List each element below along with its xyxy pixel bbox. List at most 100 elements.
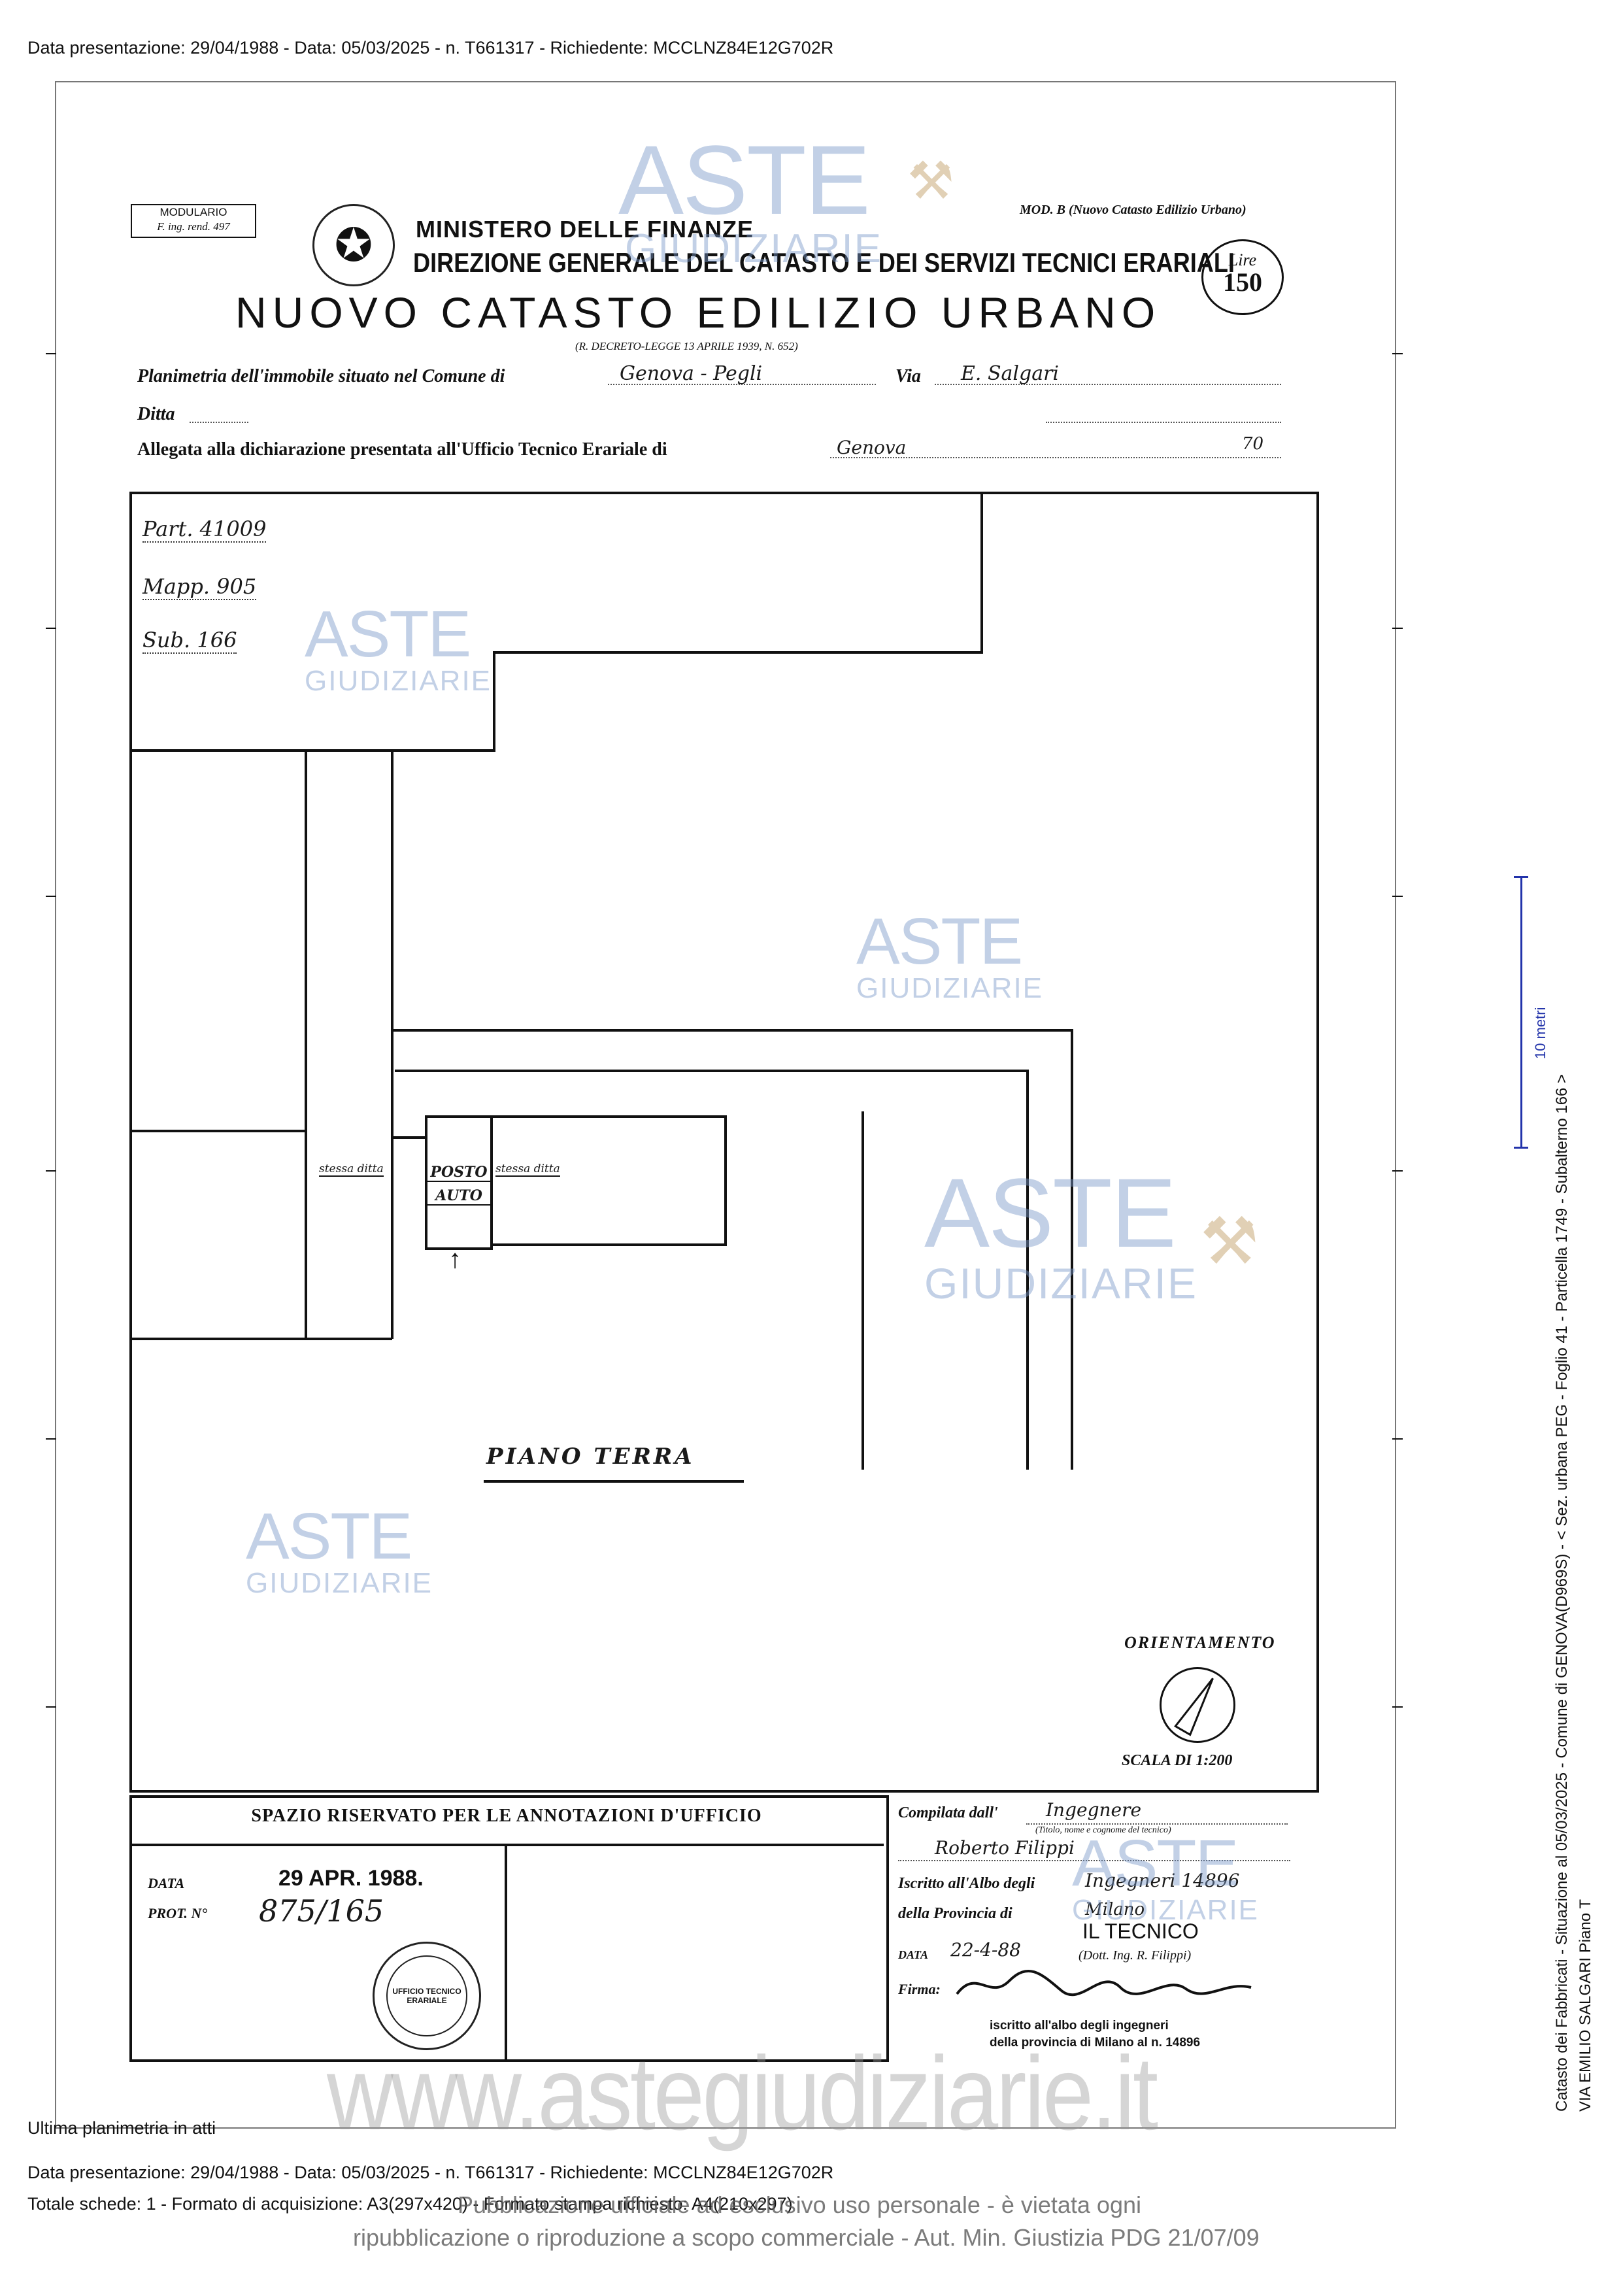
tick-mark bbox=[46, 896, 56, 897]
tick-mark bbox=[1392, 1706, 1403, 1708]
site-watermark: www.astegiudiziarie.it bbox=[327, 2034, 1158, 2152]
firma-label: Firma: bbox=[898, 1981, 941, 1997]
allegata-num: 70 bbox=[1242, 434, 1264, 454]
tick-mark bbox=[1392, 353, 1403, 354]
office-prot-value: 875/165 bbox=[259, 1893, 384, 1929]
republic-emblem-icon: ✪ bbox=[312, 204, 395, 286]
watermark-giudiziarie-text: GIUDIZIARIE bbox=[1072, 1894, 1260, 1926]
compass-icon bbox=[1160, 1667, 1235, 1743]
titolo-note: (Titolo, nome e cognome del tecnico) bbox=[1035, 1825, 1171, 1835]
disclaimer-line-1: Pubblicazione ufficiale ad esclusivo uso… bbox=[458, 2191, 1141, 2218]
modulario-label: MODULARIO bbox=[159, 206, 227, 218]
ditta-label: Ditta bbox=[137, 404, 175, 424]
stessa-ditta-right: stessa ditta bbox=[495, 1162, 560, 1177]
ditta-line-right bbox=[1046, 421, 1281, 423]
office-title: SPAZIO RISERVATO PER LE ANNOTAZIONI D'UF… bbox=[251, 1806, 762, 1826]
entrance-arrow-icon: ↑ bbox=[448, 1245, 461, 1274]
scale-bar-label: 10 metri bbox=[1532, 1007, 1548, 1059]
scale-bar bbox=[1520, 876, 1522, 1148]
office-stamp-text: UFFICIO TECNICO ERARIALE bbox=[386, 1955, 467, 2036]
ditta-line bbox=[190, 421, 248, 423]
office-title-divider bbox=[129, 1844, 884, 1846]
tick-mark bbox=[46, 1170, 56, 1172]
watermark-aste-text: ASTE bbox=[924, 1158, 1177, 1268]
office-stamp: UFFICIO TECNICO ERARIALE bbox=[373, 1942, 481, 2050]
stamp-line-2: della provincia di Milano al n. 14896 bbox=[990, 2036, 1201, 2050]
compilata-label: Compilata dall' bbox=[898, 1804, 998, 1821]
footer-ultima: Ultima planimetria in atti bbox=[27, 2118, 216, 2138]
orientamento-label: ORIENTAMENTO bbox=[1124, 1633, 1276, 1652]
iscritto-label: Iscritto all'Albo degli bbox=[898, 1875, 1035, 1892]
disclaimer-line-2: ripubblicazione o riproduzione a scopo c… bbox=[353, 2224, 1260, 2251]
lire-value: 150 bbox=[1223, 267, 1262, 297]
watermark-aste-text: ASTE bbox=[856, 905, 1023, 978]
iscritto-value: Ingegneri 14896 bbox=[1085, 1870, 1240, 1891]
mod-label: MOD. B (Nuovo Catasto Edilizio Urbano) bbox=[1020, 203, 1247, 217]
lire-badge: Lire 150 bbox=[1201, 239, 1284, 315]
footer-line-2: Totale schede: 1 - Formato di acquisizio… bbox=[27, 2194, 793, 2214]
scala-label: SCALA DI 1:200 bbox=[1122, 1752, 1233, 1769]
part-label: Part. 41009 bbox=[142, 516, 267, 543]
aste-watermark: ASTE GIUDIZIARIE bbox=[856, 909, 1043, 1003]
via-value: E. Salgari bbox=[961, 362, 1060, 385]
comune-line bbox=[608, 383, 876, 385]
watermark-giudiziarie-text: GIUDIZIARIE bbox=[246, 1567, 433, 1599]
sub-label: Sub. 166 bbox=[142, 628, 237, 654]
office-annotations-box bbox=[129, 1795, 889, 2062]
provincia-label: della Provincia di bbox=[898, 1905, 1012, 1922]
stessa-ditta-left: stessa ditta bbox=[319, 1162, 384, 1177]
aste-watermark: ASTE GIUDIZIARIE bbox=[246, 1504, 433, 1598]
tick-mark bbox=[46, 1438, 56, 1440]
watermark-aste-text: ASTE bbox=[246, 1500, 412, 1573]
tecnico-nome: Roberto Filippi bbox=[935, 1837, 1075, 1859]
gavel-icon: ⚒ bbox=[1200, 1205, 1259, 1278]
nome-line bbox=[898, 1859, 1290, 1861]
tecnico-data-value: 22-4-88 bbox=[950, 1939, 1021, 1961]
gavel-icon: ⚒ bbox=[907, 152, 954, 210]
posto-auto-box: POSTO AUTO bbox=[425, 1115, 493, 1250]
watermark-aste-text: ASTE bbox=[305, 598, 471, 671]
provincia-value: Milano bbox=[1085, 1900, 1145, 1919]
tick-mark bbox=[46, 353, 56, 354]
allegata-line bbox=[830, 456, 1281, 458]
watermark-giudiziarie-text: GIUDIZIARIE bbox=[856, 972, 1044, 1004]
comune-value: Genova - Pegli bbox=[620, 362, 763, 385]
office-vertical-divider bbox=[505, 1846, 507, 2059]
signature-icon bbox=[956, 1969, 1252, 1997]
tick-mark bbox=[1392, 628, 1403, 629]
tick-mark bbox=[1392, 896, 1403, 897]
auto-label: AUTO bbox=[427, 1187, 490, 1206]
stamp-line-1: iscritto all'albo degli ingegneri bbox=[990, 2019, 1169, 2033]
watermark-giudiziarie-text: GIUDIZIARIE bbox=[305, 665, 492, 697]
watermark-giudiziarie-text: GIUDIZIARIE bbox=[625, 226, 883, 271]
ministero-label: MINISTERO DELLE FINANZE bbox=[416, 216, 754, 243]
tick-mark bbox=[1392, 1170, 1403, 1172]
scale-bar-end bbox=[1514, 1147, 1528, 1149]
modulario-box: MODULARIO F. ing. rend. 497 bbox=[131, 204, 256, 238]
watermark-giudiziarie-text: GIUDIZIARIE bbox=[924, 1259, 1198, 1308]
via-line bbox=[935, 383, 1281, 385]
planimetria-label: Planimetria dell'immobile situato nel Co… bbox=[137, 366, 505, 386]
north-arrow-icon bbox=[1173, 1678, 1214, 1736]
piano-terra-label: PIANO TERRA bbox=[486, 1443, 695, 1470]
footer-line-1: Data presentazione: 29/04/1988 - Data: 0… bbox=[27, 2163, 834, 2182]
allegata-label: Allegata alla dichiarazione presentata a… bbox=[137, 439, 667, 460]
tecnico-dott: (Dott. Ing. R. Filippi) bbox=[1079, 1948, 1192, 1963]
posto-label: POSTO bbox=[427, 1164, 490, 1182]
watermark-aste-text: ASTE bbox=[1072, 1827, 1239, 1900]
office-data-label: DATA bbox=[148, 1875, 185, 1891]
tick-mark bbox=[46, 628, 56, 629]
direzione-label: DIREZIONE GENERALE DEL CATASTO E DEI SER… bbox=[413, 247, 1235, 278]
tick-mark bbox=[46, 1706, 56, 1708]
modulario-code: F. ing. rend. 497 bbox=[157, 220, 230, 233]
side-info-line-1: Catasto dei Fabbricati - Situazione al 0… bbox=[1553, 1073, 1571, 2112]
aste-watermark: ASTE GIUDIZIARIE bbox=[305, 601, 492, 696]
tecnico-data-label: DATA bbox=[898, 1948, 929, 1961]
il-tecnico-label: IL TECNICO bbox=[1082, 1919, 1199, 1943]
tick-mark bbox=[1392, 1438, 1403, 1440]
document-header: Data presentazione: 29/04/1988 - Data: 0… bbox=[27, 38, 834, 58]
page-frame bbox=[55, 81, 1396, 2129]
lire-label: Lire bbox=[1228, 250, 1257, 269]
allegata-value: Genova bbox=[837, 437, 907, 458]
